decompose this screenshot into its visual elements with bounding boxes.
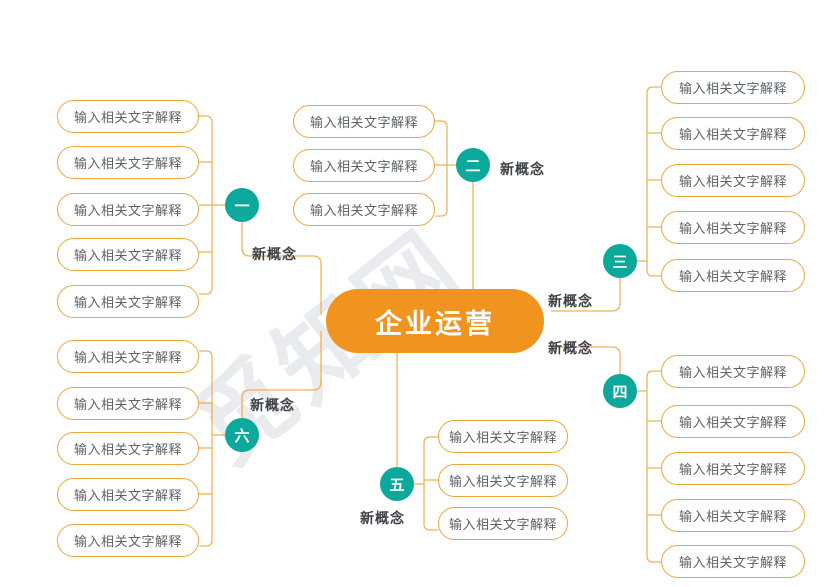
leaf-six-4[interactable]: 输入相关文字解释 <box>57 478 199 511</box>
branch-circle-two[interactable]: 二 <box>456 148 490 182</box>
leaf-three-4-text: 输入相关文字解释 <box>678 221 787 236</box>
leaf-six-2[interactable]: 输入相关文字解释 <box>57 387 199 420</box>
leaf-six-5-text: 输入相关文字解释 <box>73 534 182 549</box>
leaf-one-1-text: 输入相关文字解释 <box>73 110 182 125</box>
leaf-four-2-text: 输入相关文字解释 <box>678 415 787 430</box>
leaf-two-3[interactable]: 输入相关文字解释 <box>293 193 435 226</box>
leaf-six-3[interactable]: 输入相关文字解释 <box>57 432 199 465</box>
branch-label-four: 新概念 <box>548 340 593 356</box>
branch-numeral-six: 六 <box>234 427 250 445</box>
leaf-two-3-text: 输入相关文字解释 <box>309 203 418 218</box>
leaf-three-3-text: 输入相关文字解释 <box>678 174 787 189</box>
leaf-three-2-text: 输入相关文字解释 <box>678 127 787 142</box>
leaf-six-2-text: 输入相关文字解释 <box>73 397 182 412</box>
branch-label-three: 新概念 <box>548 293 593 309</box>
leaf-three-3[interactable]: 输入相关文字解释 <box>661 164 805 197</box>
leaf-three-1[interactable]: 输入相关文字解释 <box>661 71 805 104</box>
leaf-six-1-text: 输入相关文字解释 <box>73 350 182 365</box>
branch-numeral-three: 三 <box>612 253 628 271</box>
leaf-one-5[interactable]: 输入相关文字解释 <box>57 285 199 318</box>
leaf-six-3-text: 输入相关文字解释 <box>73 442 182 457</box>
leaf-three-5[interactable]: 输入相关文字解释 <box>661 259 805 292</box>
leaf-four-4-text: 输入相关文字解释 <box>678 509 787 524</box>
branch-numeral-two: 二 <box>465 157 481 175</box>
branch-numeral-four: 四 <box>612 383 628 401</box>
branch-circle-six[interactable]: 六 <box>225 418 259 452</box>
leaf-one-3-text: 输入相关文字解释 <box>73 203 182 218</box>
root-node-label: 企业运营 <box>375 308 495 339</box>
leaf-two-2[interactable]: 输入相关文字解释 <box>293 149 435 182</box>
leaf-five-3-text: 输入相关文字解释 <box>448 517 557 532</box>
leaf-five-2[interactable]: 输入相关文字解释 <box>438 464 568 497</box>
branch-label-one: 新概念 <box>252 246 297 262</box>
leaf-five-1[interactable]: 输入相关文字解释 <box>438 420 568 453</box>
leaf-one-4-text: 输入相关文字解释 <box>73 248 182 263</box>
leaf-four-4[interactable]: 输入相关文字解释 <box>661 499 805 532</box>
branch-circle-four[interactable]: 四 <box>603 374 637 408</box>
leaf-two-1[interactable]: 输入相关文字解释 <box>293 105 435 138</box>
leaf-three-2[interactable]: 输入相关文字解释 <box>661 117 805 150</box>
branch-label-five: 新概念 <box>360 510 405 526</box>
leaf-six-5[interactable]: 输入相关文字解释 <box>57 524 199 557</box>
branch-circle-one[interactable]: 一 <box>225 188 259 222</box>
leaf-four-1-text: 输入相关文字解释 <box>678 365 787 380</box>
branch-label-two: 新概念 <box>500 161 545 177</box>
branch-circle-three[interactable]: 三 <box>603 244 637 278</box>
branch-numeral-five: 五 <box>389 476 405 494</box>
leaf-four-3[interactable]: 输入相关文字解释 <box>661 452 805 485</box>
leaf-three-4[interactable]: 输入相关文字解释 <box>661 211 805 244</box>
leaf-one-3[interactable]: 输入相关文字解释 <box>57 193 199 226</box>
leaf-two-1-text: 输入相关文字解释 <box>309 115 418 130</box>
leaf-three-1-text: 输入相关文字解释 <box>678 81 787 96</box>
leaf-four-5-text: 输入相关文字解释 <box>678 555 787 570</box>
leaf-one-5-text: 输入相关文字解释 <box>73 295 182 310</box>
leaf-six-1[interactable]: 输入相关文字解释 <box>57 340 199 373</box>
leaf-five-2-text: 输入相关文字解释 <box>448 474 557 489</box>
leaf-two-2-text: 输入相关文字解释 <box>309 159 418 174</box>
root-node[interactable]: 企业运营 <box>326 289 544 353</box>
leaf-four-1[interactable]: 输入相关文字解释 <box>661 355 805 388</box>
branch-label-six: 新概念 <box>250 397 295 413</box>
leaf-one-1[interactable]: 输入相关文字解释 <box>57 100 199 133</box>
leaf-one-4[interactable]: 输入相关文字解释 <box>57 238 199 271</box>
leaf-four-3-text: 输入相关文字解释 <box>678 462 787 477</box>
branch-circle-five[interactable]: 五 <box>380 467 414 501</box>
leaf-five-1-text: 输入相关文字解释 <box>448 430 557 445</box>
leaf-four-2[interactable]: 输入相关文字解释 <box>661 405 805 438</box>
leaf-five-3[interactable]: 输入相关文字解释 <box>438 507 568 540</box>
leaf-three-5-text: 输入相关文字解释 <box>678 269 787 284</box>
leaf-four-5[interactable]: 输入相关文字解释 <box>661 545 805 578</box>
leaf-one-2-text: 输入相关文字解释 <box>73 156 182 171</box>
branch-numeral-one: 一 <box>234 197 250 215</box>
leaf-six-4-text: 输入相关文字解释 <box>73 488 182 503</box>
leaf-one-2[interactable]: 输入相关文字解释 <box>57 146 199 179</box>
